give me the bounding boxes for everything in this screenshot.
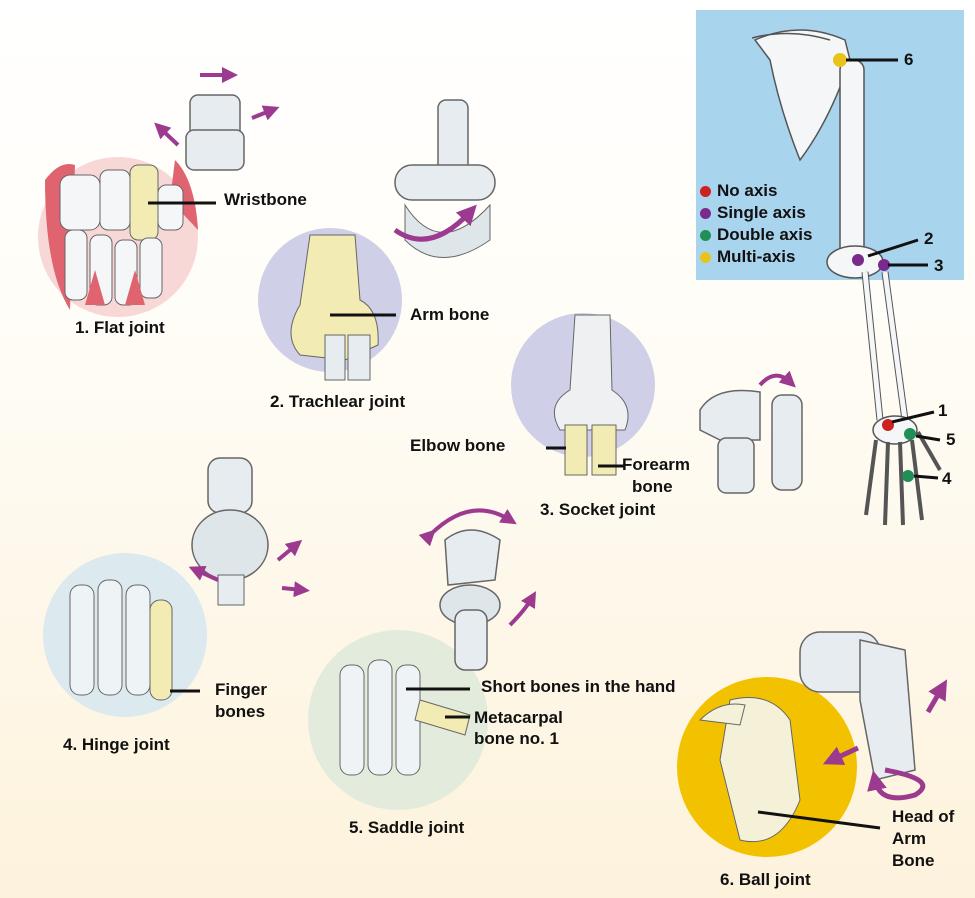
legend-item-multi-axis: Multi-axis [700, 246, 812, 268]
head-of-arm-bone-label-2: Arm [892, 829, 926, 849]
forearm-bone-label-2: bone [632, 477, 673, 497]
arm-number-6: 6 [904, 50, 913, 70]
arm-number-2: 2 [924, 229, 933, 249]
finger-bones-label-2: bones [215, 702, 265, 722]
saddle-joint-caption: 5. Saddle joint [349, 818, 464, 838]
arm-number-4: 4 [942, 469, 951, 489]
finger-bones-label-1: Finger [215, 680, 267, 700]
trachlear-joint-illustration [258, 100, 495, 380]
short-bones-label: Short bones in the hand [481, 677, 676, 697]
legend-item-single-axis: Single axis [700, 202, 812, 224]
legend-item-double-axis: Double axis [700, 224, 812, 246]
wristbone-label: Wristbone [224, 190, 307, 210]
purple-dot-icon [700, 208, 711, 219]
metacarpal-label-1: Metacarpal [474, 708, 563, 728]
axis-legend: No axis Single axis Double axis Multi-ax… [700, 180, 812, 268]
socket-joint-caption: 3. Socket joint [540, 500, 655, 520]
head-of-arm-bone-label-1: Head of [892, 807, 954, 827]
hinge-joint-illustration [43, 458, 302, 717]
legend-item-no-axis: No axis [700, 180, 812, 202]
yellow-dot-icon [700, 252, 711, 263]
elbow-bone-label: Elbow bone [410, 436, 505, 456]
red-dot-icon [700, 186, 711, 197]
ball-joint-caption: 6. Ball joint [720, 870, 811, 890]
green-dot-icon [700, 230, 711, 241]
flat-joint-caption: 1. Flat joint [75, 318, 165, 338]
trachlear-joint-caption: 2. Trachlear joint [270, 392, 405, 412]
arm-number-3: 3 [934, 256, 943, 276]
head-of-arm-bone-label-3: Bone [892, 851, 935, 871]
hinge-joint-caption: 4. Hinge joint [63, 735, 170, 755]
forearm-bone-label-1: Forearm [622, 455, 690, 475]
arm-number-1: 1 [938, 401, 947, 421]
arm-number-5: 5 [946, 430, 955, 450]
arm-bone-label: Arm bone [410, 305, 489, 325]
metacarpal-label-2: bone no. 1 [474, 729, 559, 749]
saddle-joint-illustration [308, 510, 532, 810]
